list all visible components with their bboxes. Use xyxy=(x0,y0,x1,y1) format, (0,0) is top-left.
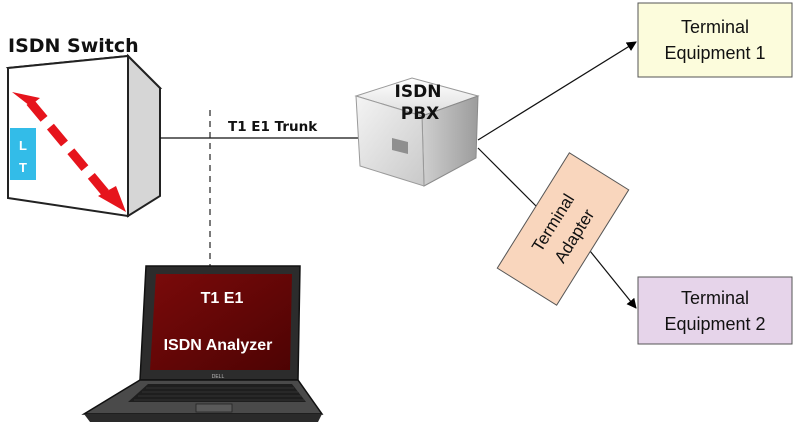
te2-box xyxy=(637,276,793,345)
terminal-adapter: Terminal Adapter xyxy=(496,152,630,306)
laptop-brand-logo: DELL xyxy=(212,374,225,380)
keyboard-keys xyxy=(134,387,305,401)
te2-label-line1: Terminal xyxy=(681,288,749,308)
laptop-base-edge xyxy=(84,414,322,422)
laptop-screen xyxy=(150,274,292,370)
red-dashed-arrow-shaft xyxy=(26,99,112,199)
te1-box xyxy=(637,2,793,78)
switch-front-face xyxy=(7,54,129,218)
analyzer-label-line2: ISDN Analyzer xyxy=(164,337,273,354)
te2-label-line2: Equipment 2 xyxy=(664,314,765,334)
laptop-keyboard xyxy=(128,384,306,402)
te1-label-line2: Equipment 1 xyxy=(664,43,765,63)
adapter-box xyxy=(496,152,630,306)
pbx-port xyxy=(392,138,408,154)
trunk-label: T1 E1 Trunk xyxy=(228,119,318,135)
link-pbx-to-adapter xyxy=(477,147,541,211)
link-adapter-to-te2 xyxy=(585,245,637,309)
terminal-equipment-2: Terminal Equipment 2 xyxy=(637,276,793,345)
pbx-label-line2: PBX xyxy=(401,104,440,124)
isdn-pbx: ISDN PBX xyxy=(354,77,480,187)
isdn-analyzer-laptop: T1 E1 ISDN Analyzer DELL xyxy=(81,265,324,422)
laptop-touchpad xyxy=(195,403,233,413)
terminal-equipment-1: Terminal Equipment 1 xyxy=(637,2,793,78)
link-pbx-to-te1 xyxy=(477,41,637,141)
switch-title: ISDN Switch xyxy=(8,35,139,57)
lt-letter-l: L xyxy=(19,138,27,153)
pbx-label-line1: ISDN xyxy=(395,82,442,102)
red-arrow-head-bottom-icon xyxy=(98,186,126,212)
te1-label-line1: Terminal xyxy=(681,17,749,37)
isdn-switch: L T xyxy=(5,53,163,218)
switch-side-face xyxy=(127,53,161,218)
lt-module xyxy=(10,128,36,180)
analyzer-label-line1: T1 E1 xyxy=(201,290,244,307)
pbx-front-face xyxy=(355,95,425,187)
lt-letter-t: T xyxy=(19,160,27,175)
